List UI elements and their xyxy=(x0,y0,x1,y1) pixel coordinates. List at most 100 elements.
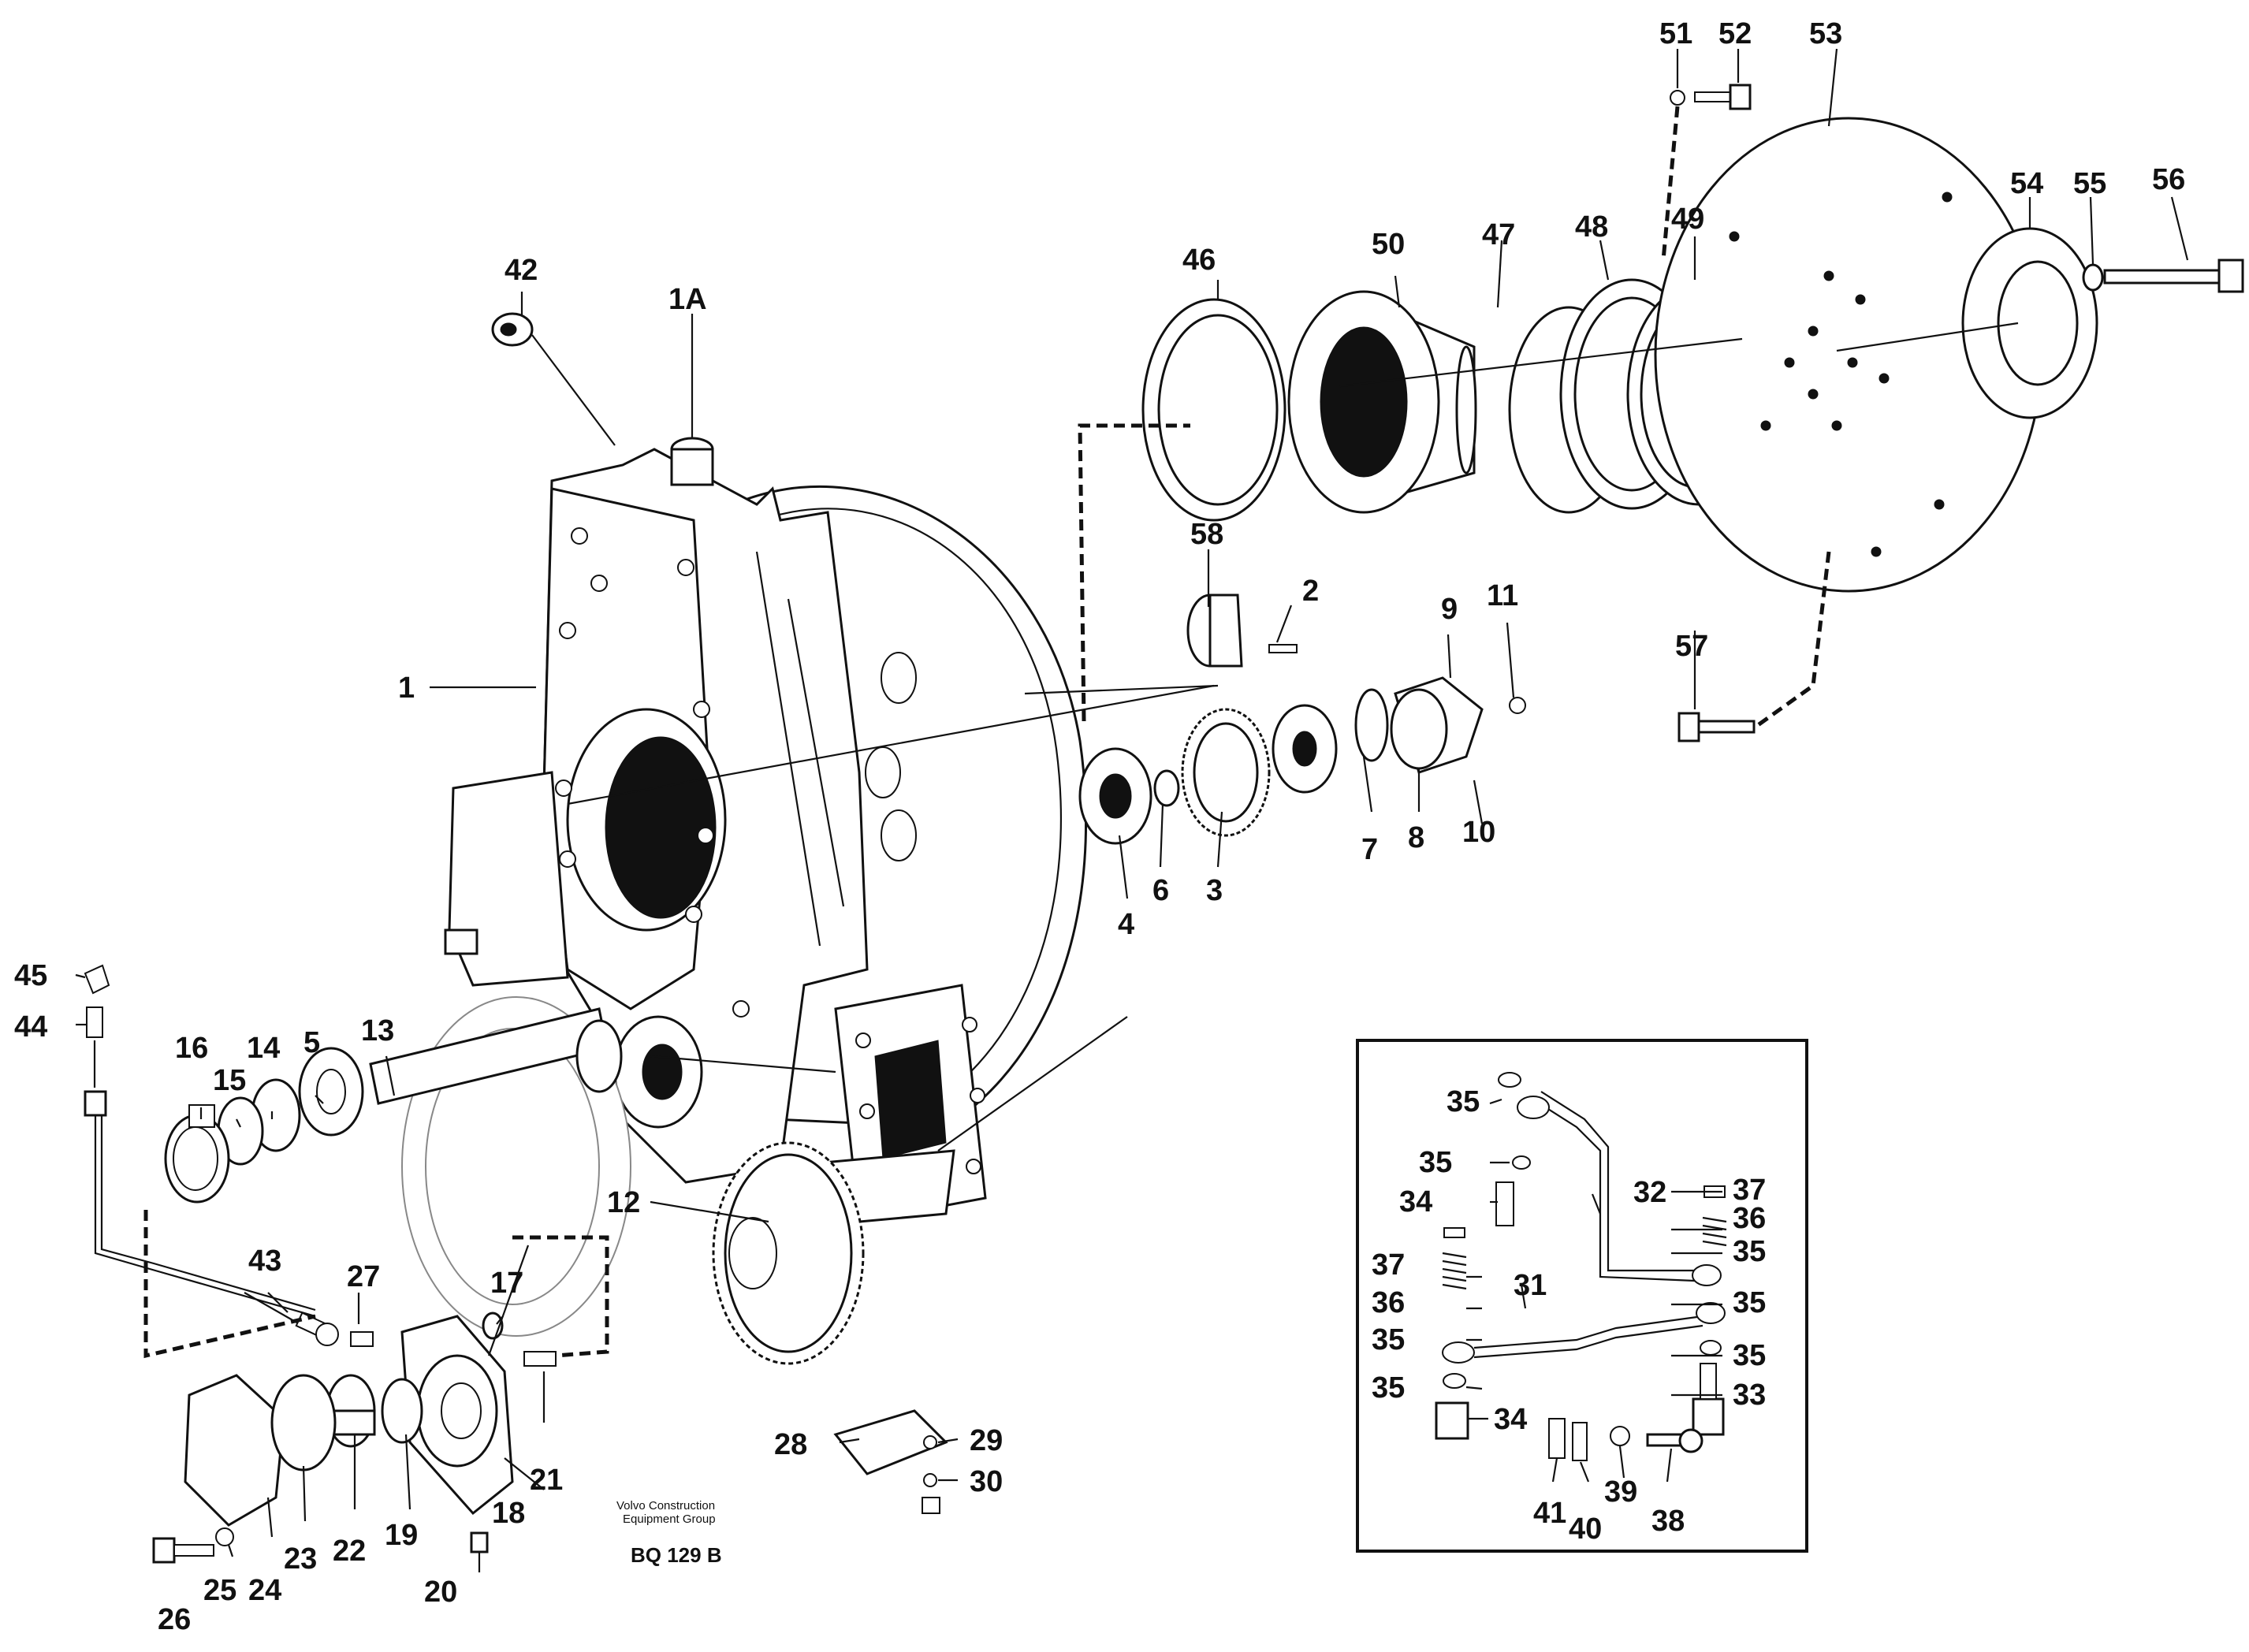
callout-33: 33 xyxy=(1733,1379,1766,1412)
gear-19 xyxy=(381,1378,423,1444)
callout-50: 50 xyxy=(1372,228,1405,261)
callout-37a: 37 xyxy=(1733,1174,1766,1207)
pump-body-18 xyxy=(400,1315,557,1516)
flex-plate-53 xyxy=(1654,117,2043,593)
gear-3 xyxy=(1181,708,1271,837)
bolt-26 xyxy=(152,1537,214,1564)
callout-58: 58 xyxy=(1190,518,1223,551)
callout-19: 19 xyxy=(385,1519,418,1552)
pump-cover-8 xyxy=(1390,676,1484,774)
callout-34a: 34 xyxy=(1399,1185,1432,1219)
callout-54: 54 xyxy=(2010,167,2043,200)
callout-39: 39 xyxy=(1604,1475,1637,1509)
washer-55 xyxy=(2082,263,2104,292)
callout-11: 11 xyxy=(1487,579,1518,612)
callout-43: 43 xyxy=(248,1245,281,1278)
bearing-7 xyxy=(1272,688,1389,794)
callout-6: 6 xyxy=(1152,874,1169,907)
callout-31: 31 xyxy=(1514,1269,1547,1302)
callout-30: 30 xyxy=(970,1465,1003,1498)
callout-24: 24 xyxy=(248,1574,281,1607)
callout-10: 10 xyxy=(1462,816,1495,849)
callout-38: 38 xyxy=(1651,1505,1685,1538)
bolt-2 xyxy=(1268,644,1298,653)
fitting-27 xyxy=(315,1323,374,1347)
callout-53: 53 xyxy=(1809,17,1842,50)
callout-4: 4 xyxy=(1118,908,1134,941)
cover-24 xyxy=(184,1374,337,1527)
callout-47: 47 xyxy=(1482,218,1515,251)
callout-27: 27 xyxy=(347,1260,380,1293)
callout-18: 18 xyxy=(492,1497,525,1530)
callout-35e: 35 xyxy=(1372,1323,1405,1356)
callout-25: 25 xyxy=(203,1574,236,1607)
callout-34b: 34 xyxy=(1494,1403,1527,1436)
callout-15: 15 xyxy=(213,1064,246,1097)
credit-line2: Equipment Group xyxy=(623,1512,716,1526)
callout-16: 16 xyxy=(175,1032,208,1065)
callout-32: 32 xyxy=(1633,1176,1666,1209)
callout-40: 40 xyxy=(1569,1512,1602,1546)
callout-51: 51 xyxy=(1659,17,1692,50)
dashed-connectors xyxy=(143,106,1831,1359)
callout-35b: 35 xyxy=(1419,1146,1452,1179)
plug-20 xyxy=(470,1531,489,1553)
bolt-57 xyxy=(1677,712,1756,742)
bolt-56 xyxy=(2103,259,2244,293)
callout-48: 48 xyxy=(1575,210,1608,244)
callout-35d: 35 xyxy=(1733,1286,1766,1319)
callout-26: 26 xyxy=(158,1603,191,1636)
callout-35c: 35 xyxy=(1733,1235,1766,1268)
callout-36b: 36 xyxy=(1372,1286,1405,1319)
callout-45: 45 xyxy=(14,959,47,992)
coupling-hub-50 xyxy=(1287,290,1477,514)
callout-49: 49 xyxy=(1671,203,1704,236)
plug-42 xyxy=(491,312,534,347)
callout-5: 5 xyxy=(303,1026,320,1059)
callout-36a: 36 xyxy=(1733,1202,1766,1235)
callout-46: 46 xyxy=(1182,244,1216,277)
callout-35a: 35 xyxy=(1447,1085,1480,1118)
cover-plate-28 xyxy=(833,1409,948,1514)
callout-14: 14 xyxy=(247,1032,280,1065)
credit-line1: Volvo Construction xyxy=(616,1499,715,1512)
callout-37b: 37 xyxy=(1372,1248,1405,1282)
seal-ring-46 xyxy=(1141,298,1286,522)
callout-22: 22 xyxy=(333,1535,366,1568)
nut-11 xyxy=(1509,697,1526,714)
leader-lines xyxy=(75,48,2189,1572)
callout-28: 28 xyxy=(774,1428,807,1461)
callout-labels: 1A 1 2 3 4 5 6 7 8 9 10 11 12 13 14 15 1… xyxy=(14,17,2185,1636)
callout-57: 57 xyxy=(1675,630,1708,663)
callout-20: 20 xyxy=(424,1576,457,1609)
bolt-52 xyxy=(1694,84,1752,110)
callout-41: 41 xyxy=(1533,1497,1566,1530)
callout-13: 13 xyxy=(361,1014,394,1047)
washer-25 xyxy=(215,1527,234,1546)
spacer-6 xyxy=(1153,769,1180,807)
callout-44: 44 xyxy=(14,1010,47,1044)
drive-gear xyxy=(712,1141,865,1365)
callout-56: 56 xyxy=(2152,163,2185,196)
callout-1A: 1A xyxy=(668,283,707,316)
credit-block: Volvo Construction Equipment Group BQ 12… xyxy=(616,1499,722,1567)
ring-plate-54 xyxy=(1961,227,2098,419)
callout-35g: 35 xyxy=(1372,1371,1405,1405)
bearing-4 xyxy=(1078,747,1152,845)
callout-35f: 35 xyxy=(1733,1339,1766,1372)
gear-22 xyxy=(326,1374,376,1448)
callout-23: 23 xyxy=(284,1542,317,1576)
hose-44-45 xyxy=(84,964,316,1318)
washer-51 xyxy=(1670,90,1685,106)
callout-21: 21 xyxy=(530,1464,563,1497)
drawing-code: BQ 129 B xyxy=(631,1543,722,1567)
callout-52: 52 xyxy=(1718,17,1752,50)
callout-12: 12 xyxy=(607,1186,640,1219)
cap-58 xyxy=(1186,593,1243,668)
callout-1: 1 xyxy=(398,672,415,705)
callout-17: 17 xyxy=(490,1267,523,1300)
callout-55: 55 xyxy=(2073,167,2106,200)
callout-7: 7 xyxy=(1361,833,1378,866)
callout-3: 3 xyxy=(1206,874,1223,907)
